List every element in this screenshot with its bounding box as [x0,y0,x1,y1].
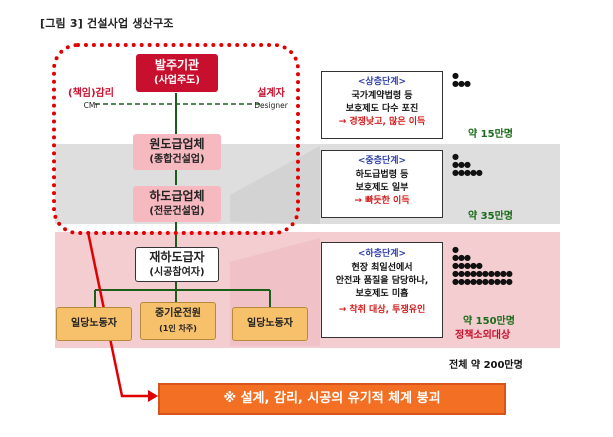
middle-tier-box: <중층단계> 하도급법령 등 보호제도 일부 → 빠듯한 이득 [321,150,443,218]
lower-tier-box: <하층단계> 현장 최일선에서 안전과 품질을 담당하나, 보호제도 미흡 → … [321,242,443,338]
upper-tier-count: 약 15만명 [468,129,513,140]
general-contractor-node: 원도급업체 (종합건설업) [133,134,221,170]
supervisor-label: (책임)감리 CMr [58,88,124,112]
day-laborer-left-node: 일당노동자 [56,307,132,341]
total-count: 전체 약 200만명 [449,360,523,371]
specialty-contractor-line2: (전문건설업) [149,206,205,217]
people-icon-upper: ● ●●● [452,71,471,88]
specialty-contractor-line1: 하도급업체 [149,189,205,203]
lower-tier-head: <하층단계> [357,249,407,259]
designer-label: 설계자 Designer [246,88,296,112]
lower-tier-count: 약 150만명 [463,316,515,327]
conclusion-banner: ※ 설계, 감리, 시공의 유기적 체계 붕괴 [158,383,506,415]
middle-tier-line-1: 하도급법령 등 [355,170,409,180]
sub-subcontractor-node: 재하도급자 (시공참여자) [135,247,219,282]
heavy-equipment-line2: (1인 차주) [159,324,197,333]
supervisor-sub: CMr [83,101,99,110]
general-contractor-line1: 원도급업체 [149,137,205,151]
day-laborer-right-node: 일당노동자 [232,307,308,341]
sub-subcontractor-line2: (시공참여자) [149,267,205,278]
lower-tier-line-1: 현장 최일선에서 [351,263,413,273]
dotted-outline [52,43,300,235]
lower-tier-line-3: 보호제도 미흡 [355,289,409,299]
lower-tier-policy: 정책소외대상 [455,330,511,341]
day-laborer-left-line1: 일당노동자 [71,318,117,329]
upper-tier-arrow-text: → 경쟁낮고, 많은 이득 [338,117,426,127]
day-laborer-right-line1: 일당노동자 [247,318,293,329]
lower-tier-line-2: 안전과 품질을 담당하나, [335,276,429,286]
upper-tier-head: <상층단계> [357,77,407,87]
people-icon-lower: ● ●●● ●●●●● ●●●●●●●●●● ●●●●●●●●●● [452,245,513,286]
specialty-contractor-node: 하도급업체 (전문건설업) [133,186,221,222]
middle-tier-head: <중층단계> [357,156,407,166]
designer-sub: Designer [254,101,288,110]
lower-tier-arrow-text: → 착취 대상, 투쟁유인 [338,305,426,315]
client-node: 발주기관 (사업주도) [136,54,218,92]
upper-tier-line-2: 보호제도 다수 포진 [345,104,419,114]
upper-tier-line-1: 국가계약법령 등 [351,91,413,101]
upper-tier-box: <상층단계> 국가계약법령 등 보호제도 다수 포진 → 경쟁낮고, 많은 이득 [321,71,443,139]
supervisor-main: (책임)감리 [68,88,114,99]
heavy-equipment-node: 중기운전원 (1인 차주) [140,302,216,340]
red-arrow-head [148,390,158,402]
middle-tier-line-2: 보호제도 일부 [355,183,409,193]
client-line2: (사업주도) [154,75,200,86]
client-line1: 발주기관 [154,58,200,72]
designer-main: 설계자 [257,88,285,99]
middle-tier-arrow-text: → 빠듯한 이득 [354,196,410,206]
middle-tier-count: 약 35만명 [468,211,513,222]
figure-title: [그림 3] 건설사업 생산구조 [40,17,174,30]
general-contractor-line2: (종합건설업) [149,154,205,165]
sub-subcontractor-line1: 재하도급자 [149,250,205,264]
people-icon-middle: ● ●●● ●●●●● [452,152,483,177]
heavy-equipment-line1: 중기운전원 [155,308,201,319]
